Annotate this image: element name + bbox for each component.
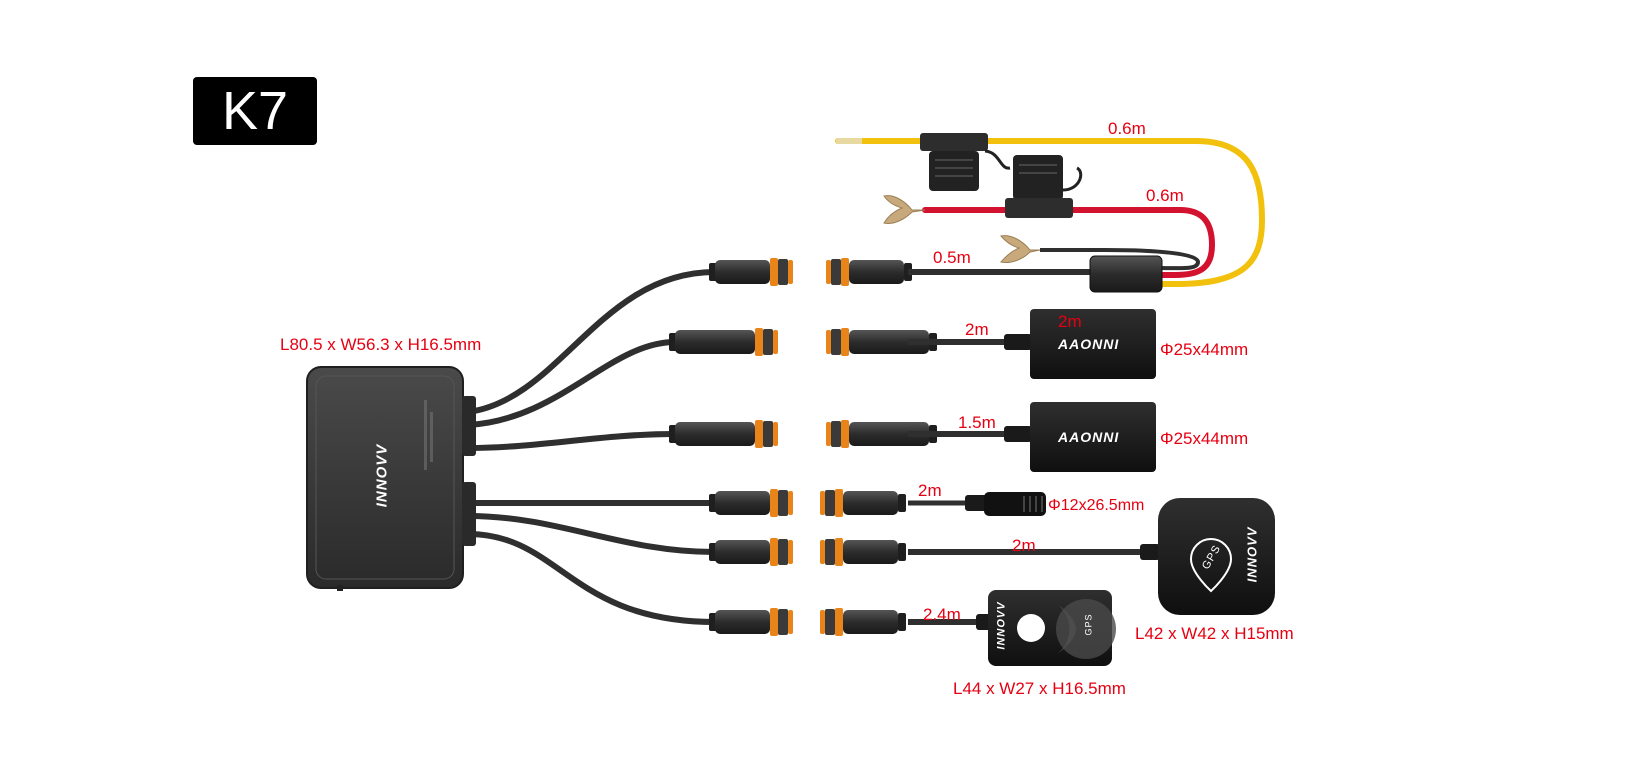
ground-wire <box>1040 248 1201 271</box>
red-wire <box>922 207 1216 278</box>
power-lead <box>835 133 1266 293</box>
cable-camera-1 <box>465 339 678 428</box>
controller-brand-logo: INNOVV <box>995 601 1008 650</box>
camera-2 <box>908 402 1156 472</box>
cable-power <box>465 269 718 415</box>
camera-2-brand-logo: AAONNI <box>1058 429 1120 445</box>
hub-brand-logo: INNOVV <box>373 443 391 508</box>
cable-camera-2 <box>465 431 678 451</box>
camera-1 <box>908 309 1156 379</box>
yellow-wire <box>835 138 1266 287</box>
connector-male-camera-1 <box>675 330 755 354</box>
yellow-wire-length-label: 0.6m <box>1108 119 1146 138</box>
connector-female-power <box>849 260 904 284</box>
connector-male-camera-2 <box>675 422 755 446</box>
controller-cable-length-label: 2.4m <box>923 605 961 624</box>
camera-1-cable-length-label: 2m <box>965 320 989 339</box>
camera-1-brand-logo: AAONNI <box>1058 336 1120 352</box>
connector-male-microphone <box>715 491 770 515</box>
fuse-holder-red <box>1005 155 1083 218</box>
gps-pin-icon <box>1189 537 1233 593</box>
connector-female-controller <box>843 610 898 634</box>
microphone <box>908 492 1046 516</box>
connector-female-microphone <box>843 491 898 515</box>
hub-cables <box>465 269 718 625</box>
connector-male-gps <box>715 540 770 564</box>
gps-cable-length-label: 2m <box>1012 536 1036 555</box>
microphone-cable-length-label: 2m <box>918 481 942 500</box>
cable-gps <box>465 513 718 555</box>
connector-male-power <box>715 260 770 284</box>
fuse-holder-yellow <box>920 133 1011 191</box>
hub-unit <box>306 366 476 591</box>
camera-2-dimensions-label: Φ25x44mm <box>1160 429 1249 448</box>
camera-1-overlap-length-label: 2m <box>1058 312 1082 331</box>
connector-female-gps <box>843 540 898 564</box>
spade-terminal-red <box>883 195 926 224</box>
controller-dimensions-label: L44 x W27 x H16.5mm <box>953 679 1126 698</box>
connector-male-controller <box>715 610 770 634</box>
connector-pairs <box>669 258 937 636</box>
controller-button <box>1017 614 1045 642</box>
hub-dimensions-label: L80.5 x W56.3 x H16.5mm <box>280 335 482 354</box>
connector-female-camera-1 <box>849 330 929 354</box>
gps-module <box>908 498 1275 615</box>
microphone-dimensions-label: Φ12x26.5mm <box>1048 497 1145 514</box>
yellow-wire-tip <box>836 138 862 144</box>
controller-module <box>908 590 1116 666</box>
controller-gps-label: GPS <box>1083 613 1094 636</box>
gps-dimensions-label: L42 x W42 x H15mm <box>1135 624 1294 643</box>
model-badge: K7 <box>193 77 317 145</box>
power-junction <box>1089 255 1163 293</box>
camera-2-cable-length-label: 1.5m <box>958 413 996 432</box>
camera-1-dimensions-label: Φ25x44mm <box>1160 340 1249 359</box>
power-cable-length-label: 0.5m <box>933 248 971 267</box>
cable-controller <box>465 531 718 625</box>
connector-female-camera-2 <box>849 422 929 446</box>
red-wire-length-label: 0.6m <box>1146 186 1184 205</box>
hub-small-print <box>424 400 433 470</box>
spade-terminal-ground <box>1000 235 1041 263</box>
gps-brand-logo: INNOVV <box>1244 526 1260 583</box>
